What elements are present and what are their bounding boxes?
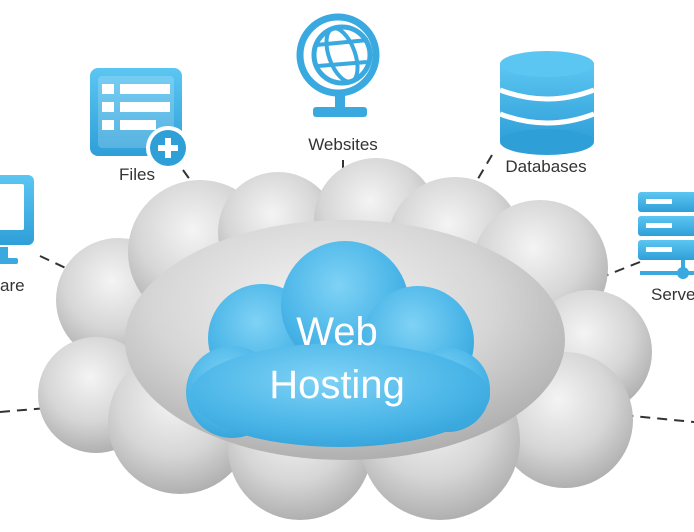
files-label: Files xyxy=(119,165,155,184)
monitor-icon xyxy=(0,175,34,264)
files-node: Files xyxy=(90,68,190,184)
database-icon xyxy=(499,51,595,155)
servers-node: Serve xyxy=(638,192,694,304)
center-title-line2: Hosting xyxy=(269,363,405,407)
server-icon xyxy=(638,192,694,279)
databases-label: Databases xyxy=(505,157,586,176)
center-cloud xyxy=(186,241,490,447)
software-node: are xyxy=(0,175,34,295)
software-label: are xyxy=(0,276,25,295)
websites-label: Websites xyxy=(308,135,378,154)
databases-node: Databases xyxy=(499,51,595,176)
file-add-icon xyxy=(90,68,190,170)
center-title-line1: Web xyxy=(296,310,378,354)
connector-databases xyxy=(422,154,493,273)
websites-node: Websites xyxy=(296,13,380,154)
globe-icon xyxy=(296,13,380,117)
servers-label: Serve xyxy=(651,285,694,304)
